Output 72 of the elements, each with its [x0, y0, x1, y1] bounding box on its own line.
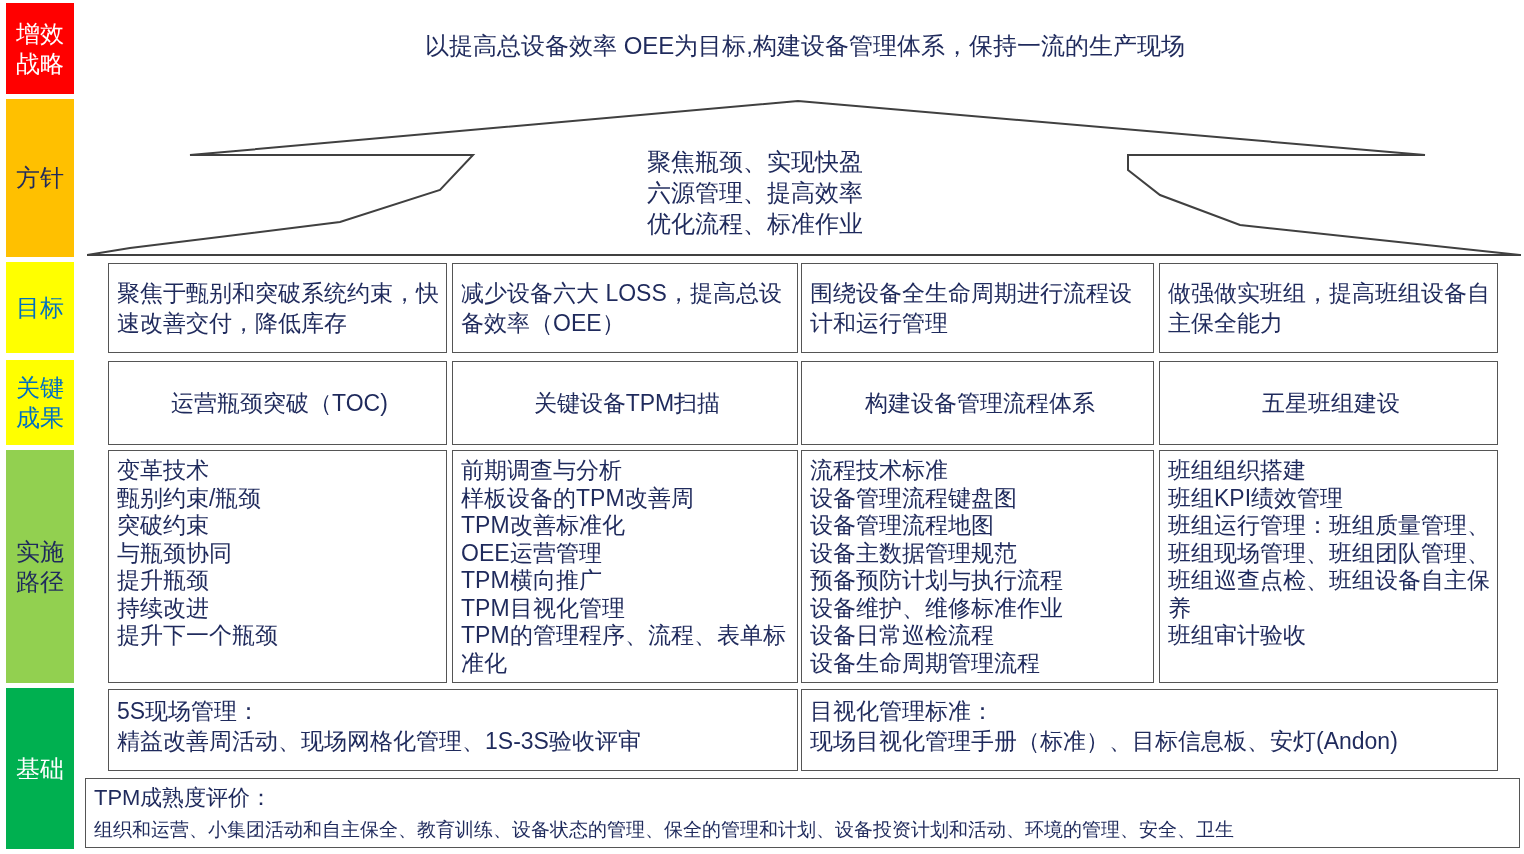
list-item: 班组组织搭建 [1168, 457, 1307, 485]
row-label-band [6, 262, 74, 353]
row-label: 方针 [15, 163, 65, 193]
row-label-band [6, 688, 74, 849]
list-item: 变革技术 [117, 457, 210, 485]
goal-box [108, 263, 447, 353]
body-text: 精益改善周活动、现场网格化管理、1S-3S验收评审 [117, 727, 642, 756]
key-result-box [108, 361, 447, 445]
key-result-text: 构建设备管理流程体系 [864, 389, 1095, 418]
list-item: OEE运营管理 [461, 539, 603, 567]
row-label: 关键成果 [15, 372, 65, 433]
list-item: TPM目视化管理 [461, 594, 626, 622]
list-item: 流程技术标准 [810, 457, 949, 485]
row-label: 目标 [15, 292, 65, 323]
principle-text: 优化流程、标准作业 [647, 209, 864, 239]
goal-box [1159, 263, 1498, 353]
row-label-band [6, 3, 74, 94]
goal-text: 减少设备六大 LOSS，提高总设备效率（OEE） [461, 279, 783, 338]
list-item: 提升瓶颈 [117, 567, 210, 595]
list-item: 班组KPI绩效管理 [1168, 484, 1345, 512]
list-item: 班组运行管理：班组质量管理、班组现场管理、班组团队管理、班组巡查点检、班组设备自主保养 [1168, 512, 1491, 622]
goal-text: 做强做实班组，提高班组设备自主保全能力 [1168, 279, 1491, 338]
list-item: 预备预防计划与执行流程 [810, 567, 1064, 595]
list-item: 设备生命周期管理流程 [810, 649, 1041, 677]
goal-box [452, 263, 798, 353]
evaluation-box [85, 778, 1520, 848]
section-heading: 目视化管理标准： [810, 697, 995, 726]
goal-box [801, 263, 1154, 353]
row-label-band [6, 360, 74, 445]
list-item: 与瓶颈协同 [117, 539, 233, 567]
row-label: 增效战略 [15, 18, 65, 79]
list-item: 突破约束 [117, 512, 210, 540]
body-text: 现场目视化管理手册（标准）、目标信息板、安灯(Andon) [810, 727, 1399, 756]
key-result-text: 关键设备TPM扫描 [533, 389, 721, 418]
list-item: 班组审计验收 [1168, 622, 1307, 650]
list-item: 样板设备的TPM改善周 [461, 484, 695, 512]
list-item: 设备维护、维修标准作业 [810, 594, 1064, 622]
list-item: 设备主数据管理规范 [810, 539, 1018, 567]
section-heading: 5S现场管理： [117, 697, 262, 726]
goal-text: 聚焦于甄别和突破系统约束，快速改善交付，降低库存 [117, 279, 440, 338]
list-item: 提升下一个瓶颈 [117, 622, 279, 650]
list-item: 甄别约束/瓶颈 [117, 484, 263, 512]
path-box [108, 450, 447, 683]
goal-text: 围绕设备全生命周期进行流程设计和运行管理 [810, 279, 1133, 338]
list-item: 前期调查与分析 [461, 457, 623, 485]
list-item: 持续改进 [117, 594, 210, 622]
path-box [1159, 450, 1498, 683]
path-box [801, 450, 1154, 683]
list-item: TPM的管理程序、流程、表单标准化 [461, 622, 787, 677]
foundation-box [801, 689, 1498, 771]
list-item: TPM改善标准化 [461, 512, 626, 540]
key-result-box [452, 361, 798, 445]
list-item: 设备日常巡检流程 [810, 622, 995, 650]
row-label: 实施路径 [15, 536, 65, 597]
row-label-band [6, 99, 74, 257]
row-label-band [6, 450, 74, 683]
key-result-text: 五星班组建设 [1261, 389, 1400, 418]
row-label: 基础 [15, 753, 65, 784]
body-text: 组织和运营、小集团活动和自主保全、教育训练、设备状态的管理、保全的管理和计划、设备投资计划和活动、环境的管理、安全、卫生 [94, 818, 1235, 842]
list-item: 设备管理流程键盘图 [810, 484, 1018, 512]
principle-text: 聚焦瓶颈、实现快盈 [647, 147, 864, 177]
strategy-title: 以提高总设备效率 OEE为目标,构建设备管理体系，保持一流的生产现场 [424, 31, 1186, 61]
foundation-box [108, 689, 798, 771]
key-result-box [1159, 361, 1498, 445]
section-heading: TPM成熟度评价： [94, 784, 274, 812]
key-result-box [801, 361, 1154, 445]
key-result-text: 运营瓶颈突破（TOC) [171, 389, 388, 418]
roof-shape [87, 100, 1521, 257]
list-item: TPM横向推广 [461, 567, 603, 595]
list-item: 设备管理流程地图 [810, 512, 995, 540]
path-box [452, 450, 798, 683]
principle-text: 六源管理、提高效率 [647, 178, 864, 208]
